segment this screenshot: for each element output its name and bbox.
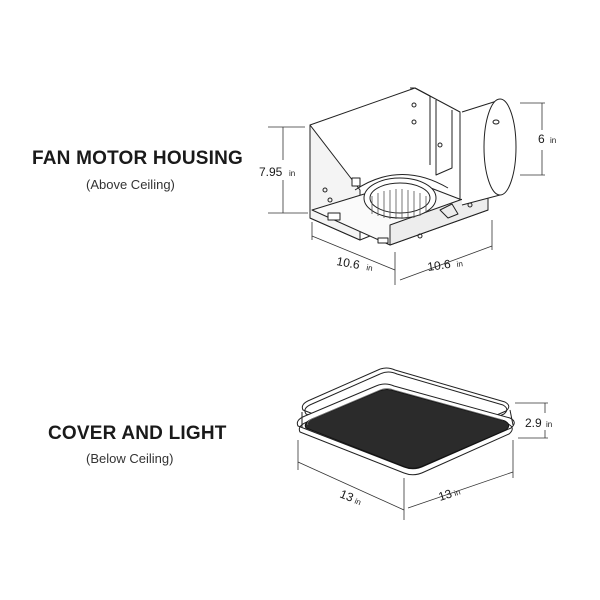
fan-width-left-unit: in [366,263,374,273]
duct-diameter-unit: in [550,136,556,145]
cover-and-light-subtitle: (Below Ceiling) [86,451,174,466]
fan-width-left-value: 10.6 [335,254,361,272]
fan-width-right-unit: in [456,259,463,269]
fan-width-right-value: 10.6 [426,257,451,274]
fan-housing-dimensions [268,102,545,285]
cover-light-dimensions [297,402,548,520]
duct-diameter-value: 6 [538,132,545,146]
cover-width-right-value: 13 [437,486,454,504]
cover-height-unit: in [546,420,552,429]
fan-height-value: 7.95 [259,165,283,179]
fan-housing-drawing [309,87,517,246]
cover-and-light-title: COVER AND LIGHT [48,423,227,444]
cover-width-left-unit: in [353,497,362,508]
fan-motor-housing-subtitle: (Above Ceiling) [86,177,175,192]
fan-height-unit: in [289,169,295,178]
cover-width-right-unit: in [453,487,462,497]
fan-motor-housing-title: FAN MOTOR HOUSING [32,148,243,169]
cover-height-value: 2.9 [525,416,542,430]
cover-width-left-value: 13 [338,487,356,505]
